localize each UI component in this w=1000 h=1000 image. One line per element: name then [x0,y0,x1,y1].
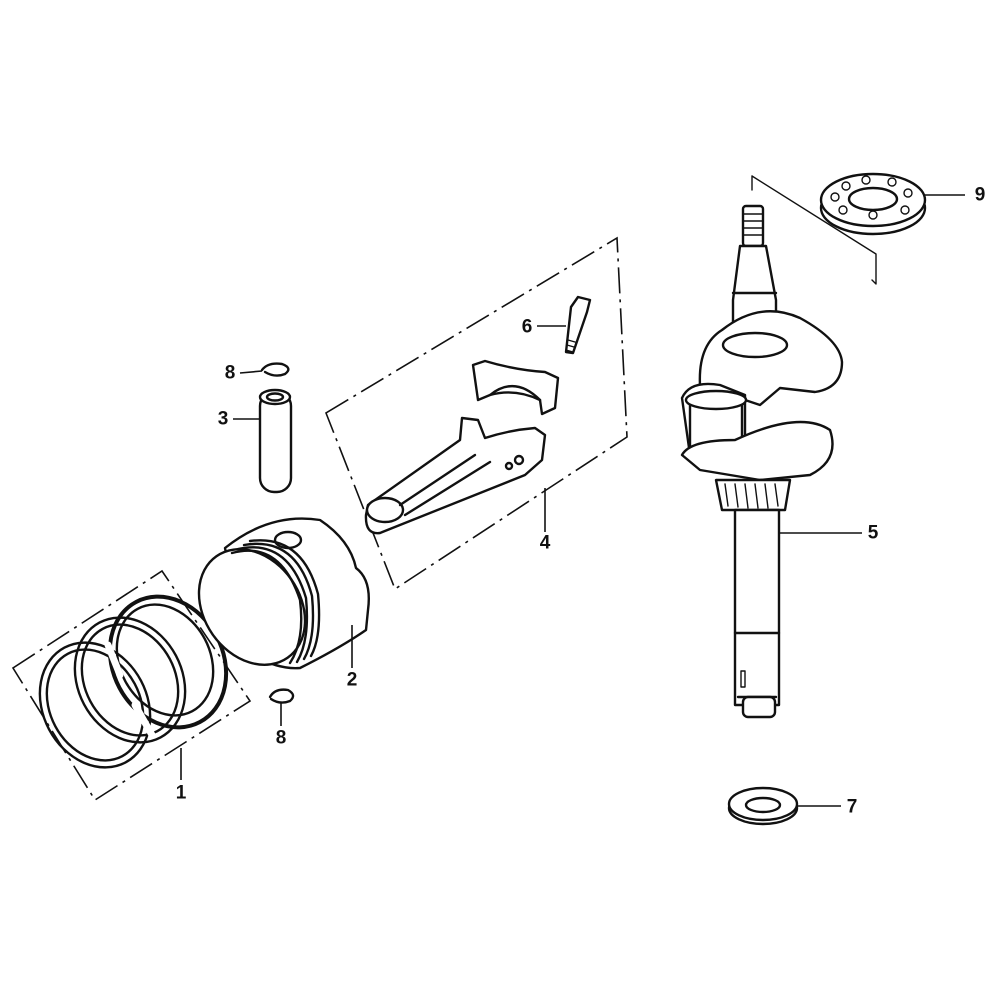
callout-6: 6 [521,316,533,338]
callout-2: 2 [346,669,358,691]
piston-pin-clip-lower [268,688,295,726]
callout-8-upper: 8 [224,362,236,384]
crankshaft [680,204,862,719]
callout-4: 4 [539,532,551,554]
ball-bearing [751,172,965,285]
connecting-rod-assembly [325,236,628,591]
callout-7: 7 [846,796,858,818]
washer [727,786,841,826]
callout-8-lower: 8 [275,727,287,749]
piston-pin [233,388,293,494]
callout-5: 5 [867,522,879,544]
callout-3: 3 [217,408,229,430]
connecting-rod-bolt [537,295,592,355]
callout-1: 1 [175,782,187,804]
piston-pin-clip-upper [239,362,290,377]
piston [197,517,370,670]
callout-9: 9 [974,184,986,206]
